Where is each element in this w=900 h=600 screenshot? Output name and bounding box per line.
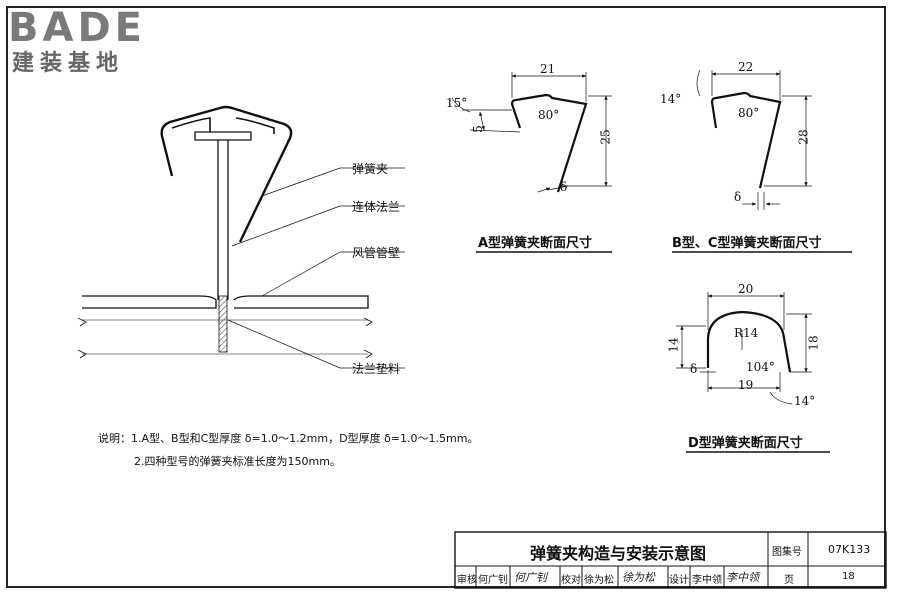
check-label: 校对: [561, 575, 581, 586]
detail-d-dims: [676, 292, 812, 405]
review-name: 何广钊: [478, 575, 508, 586]
review-signature: 何广钊: [514, 571, 547, 584]
detail-a-angle-top: 15°: [446, 96, 468, 110]
duct-wall-left: [82, 295, 217, 309]
check-signature: 徐为松: [622, 571, 655, 584]
detail-d-radius: R14: [734, 326, 759, 340]
review-label: 审核: [457, 575, 477, 586]
detail-a-caption: A型弹簧夹断面尺寸: [478, 236, 593, 251]
design-signature: 李中领: [726, 571, 759, 584]
detail-d-width-bottom: 19: [738, 378, 754, 392]
detail-d-caption: D型弹簧夹断面尺寸: [688, 436, 803, 451]
page-label: 页: [784, 575, 794, 586]
detail-d-height-left: 14: [666, 337, 681, 353]
detail-bc-angle-top: 14°: [660, 92, 682, 106]
flange-stem: [217, 140, 229, 300]
drawing-frame: [6, 6, 886, 588]
design-name: 李中领: [692, 575, 722, 586]
label-flange: 连体法兰: [352, 200, 401, 214]
title-block-grid: [454, 531, 887, 589]
duct-wall-right: [233, 295, 369, 309]
page-number: 18: [842, 571, 855, 582]
detail-a-height: 25: [598, 129, 613, 145]
main-assembly: [77, 105, 405, 369]
note-line-1: 说明：1.A型、B型和C型厚度 δ=1.0～1.2mm，D型厚度 δ=1.0～1…: [98, 432, 479, 445]
detail-bc-angle-inner: 80°: [738, 106, 760, 120]
detail-d-height-right: 18: [806, 335, 821, 351]
detail-bc-height: 28: [796, 129, 811, 145]
drawing-title: 弹簧夹构造与安装示意图: [530, 544, 707, 563]
logo-subtitle: 建装基地: [12, 51, 125, 76]
detail-a-angle-inner: 80°: [538, 108, 560, 122]
detail-a-lip: 5: [470, 125, 485, 133]
detail-a-profile: [510, 93, 588, 193]
detail-bc-profile: [710, 91, 782, 189]
label-spring-clip: 弹簧夹: [352, 162, 389, 176]
design-label: 设计: [669, 575, 689, 586]
detail-d-angle-bottom: 14°: [794, 394, 816, 408]
detail-bc-dims: [696, 69, 812, 210]
detail-bc-caption: B型、C型弹簧夹断面尺寸: [672, 236, 822, 251]
label-duct-wall: 风管管壁: [352, 246, 401, 260]
label-gasket: 法兰垫料: [352, 362, 401, 376]
detail-a-width: 21: [540, 62, 556, 76]
detail-bc-thickness: δ: [734, 190, 742, 204]
detail-a-dims: [451, 72, 612, 193]
logo: BADE 建装基地: [8, 6, 146, 78]
detail-d-width-top: 20: [738, 282, 754, 296]
atlas-number: 07K133: [828, 543, 871, 556]
detail-d-profile: [706, 310, 792, 373]
note-line-2: 2.四种型号的弹簧夹标准长度为150mm。: [134, 455, 341, 468]
detail-a-thickness: δ: [560, 180, 568, 194]
spring-clip: [160, 105, 293, 243]
logo-mark: BADE: [8, 5, 146, 51]
detail-d-angle-inner: 104°: [746, 360, 775, 374]
detail-d-thickness: δ: [690, 362, 698, 376]
check-name: 徐为松: [584, 575, 614, 586]
gasket: [218, 295, 228, 353]
atlas-number-label: 图集号: [772, 547, 802, 558]
detail-bc-width: 22: [738, 60, 754, 74]
